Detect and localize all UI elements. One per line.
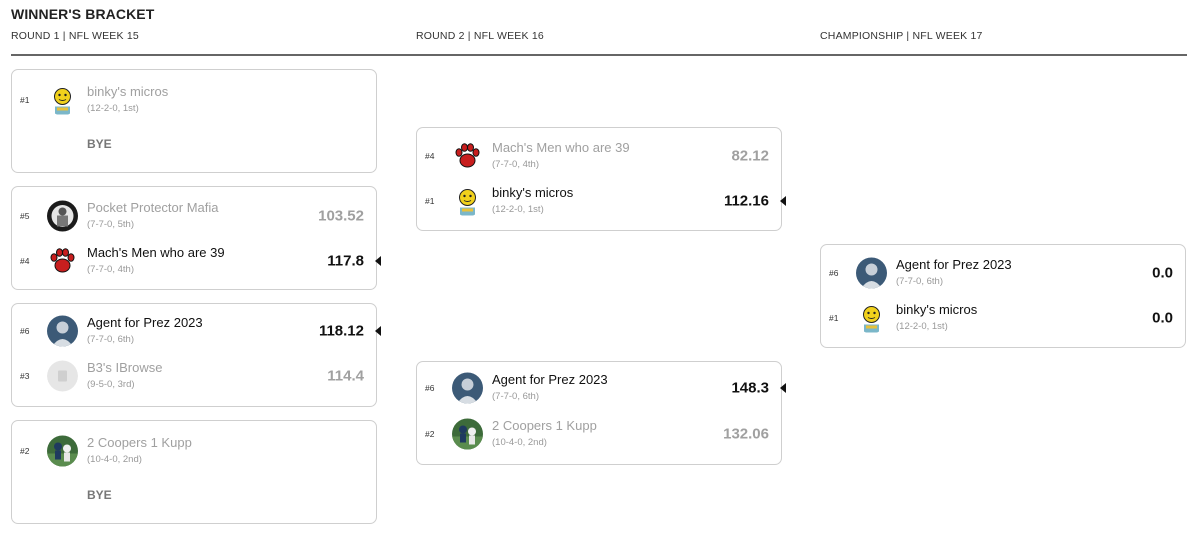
team-record: (10-4-0, 2nd) [492,437,547,448]
team-score: 0.0 [1152,309,1173,327]
team-row[interactable]: #1 binky's micros (12-2-0, 1st) [12,78,376,122]
team-name[interactable]: binky's micros [896,302,978,317]
team-record: (10-4-0, 2nd) [87,454,142,465]
football-photo-icon [452,418,483,450]
team-name[interactable]: 2 Coopers 1 Kupp [87,435,192,450]
team-score: 112.16 [723,192,769,210]
team-score: 118.12 [318,322,364,340]
seed-label: #2 [20,446,30,456]
team-record: (7-7-0, 6th) [896,276,943,287]
seed-label: #6 [425,383,435,393]
championship-label: CHAMPIONSHIP | NFL WEEK 17 [820,30,983,42]
team-score: 0.0 [1152,264,1173,282]
seed-label: #6 [20,326,30,336]
team-row[interactable]: #6 Agent for Prez 2023 (7-7-0, 6th) 148.… [417,366,786,410]
winner-arrow-icon [780,196,786,206]
yellow-face-icon [856,302,887,334]
seed-label: #3 [20,371,30,381]
winner-arrow-icon [375,326,381,336]
round-1-label: ROUND 1 | NFL WEEK 15 [11,30,139,42]
team-record: (12-2-0, 1st) [87,103,139,114]
matchup-card[interactable]: #1 binky's micros (12-2-0, 1st) BYE [11,69,377,173]
matchup-card[interactable]: #5 Pocket Protector Mafia (7-7-0, 5th) 1… [11,186,381,290]
seed-label: #1 [425,196,435,206]
team-score: 82.12 [731,147,769,165]
seed-label: #5 [20,211,30,221]
yellow-face-icon [47,84,78,116]
team-record: (12-2-0, 1st) [492,204,544,215]
team-score: 132.06 [723,425,769,443]
matchup-card[interactable]: #6 Agent for Prez 2023 (7-7-0, 6th) 148.… [416,361,786,465]
team-name[interactable]: Agent for Prez 2023 [896,257,1012,272]
team-record: (7-7-0, 5th) [87,219,134,230]
team-row[interactable]: #4 Mach's Men who are 39 (7-7-0, 4th) 11… [12,239,381,283]
team-row[interactable]: #5 Pocket Protector Mafia (7-7-0, 5th) 1… [12,194,376,238]
team-row[interactable]: #1 binky's micros (12-2-0, 1st) 112.16 [417,179,786,223]
team-record: (9-5-0, 3rd) [87,379,135,390]
team-name[interactable]: Pocket Protector Mafia [87,200,219,215]
paw-icon [47,245,78,277]
person-photo-icon [452,372,483,404]
team-name[interactable]: 2 Coopers 1 Kupp [492,418,597,433]
team-record: (7-7-0, 4th) [87,264,134,275]
matchup-card[interactable]: #6 Agent for Prez 2023 (7-7-0, 6th) 0.0 … [820,244,1186,348]
team-score: 117.8 [327,252,364,270]
team-row[interactable]: #2 2 Coopers 1 Kupp (10-4-0, 2nd) [12,429,376,473]
seed-label: #1 [829,313,839,323]
seed-label: #4 [20,256,30,266]
seed-label: #4 [425,151,435,161]
seed-label: #6 [829,268,839,278]
team-name[interactable]: Mach's Men who are 39 [492,140,630,155]
placeholder-icon [47,360,78,392]
team-name[interactable]: Mach's Men who are 39 [87,245,225,260]
seed-label: #1 [20,95,30,105]
team-name[interactable]: Agent for Prez 2023 [87,315,203,330]
team-row[interactable]: #4 Mach's Men who are 39 (7-7-0, 4th) 82… [417,134,781,178]
bye-label: BYE [87,137,112,151]
team-row[interactable]: #2 2 Coopers 1 Kupp (10-4-0, 2nd) 132.06 [417,412,781,456]
team-row[interactable]: #3 B3's IBrowse (9-5-0, 3rd) 114.4 [12,354,376,398]
team-name[interactable]: binky's micros [87,84,169,99]
person-photo-icon [47,315,78,347]
team-name[interactable]: B3's IBrowse [87,360,163,375]
matchup-card[interactable]: #6 Agent for Prez 2023 (7-7-0, 6th) 118.… [11,303,381,407]
winner-arrow-icon [780,383,786,393]
team-score: 114.4 [327,367,364,385]
paw-icon [452,140,483,172]
team-record: (7-7-0, 6th) [492,391,539,402]
team-name[interactable]: binky's micros [492,185,574,200]
team-record: (12-2-0, 1st) [896,321,948,332]
bye-label: BYE [87,488,112,502]
matchup-card[interactable]: #4 Mach's Men who are 39 (7-7-0, 4th) 82… [416,127,786,231]
team-row[interactable]: #6 Agent for Prez 2023 (7-7-0, 6th) 0.0 [821,251,1185,295]
team-record: (7-7-0, 6th) [87,334,134,345]
yellow-face-icon [452,185,483,217]
round-2-label: ROUND 2 | NFL WEEK 16 [416,30,544,42]
person-photo-icon [856,257,887,289]
team-row[interactable]: #1 binky's micros (12-2-0, 1st) 0.0 [821,296,1185,340]
team-score: 148.3 [731,379,769,397]
team-row[interactable]: #6 Agent for Prez 2023 (7-7-0, 6th) 118.… [12,309,381,353]
winner-arrow-icon [375,256,381,266]
team-record: (7-7-0, 4th) [492,159,539,170]
bracket-title: WINNER'S BRACKET [11,6,155,22]
team-name[interactable]: Agent for Prez 2023 [492,372,608,387]
football-photo-icon [47,435,78,467]
team-score: 103.52 [318,207,364,225]
seed-label: #2 [425,429,435,439]
matchup-card[interactable]: #2 2 Coopers 1 Kupp (10-4-0, 2nd) BYE [11,420,377,524]
photo-bw-icon [47,200,78,232]
header-divider [11,54,1187,56]
